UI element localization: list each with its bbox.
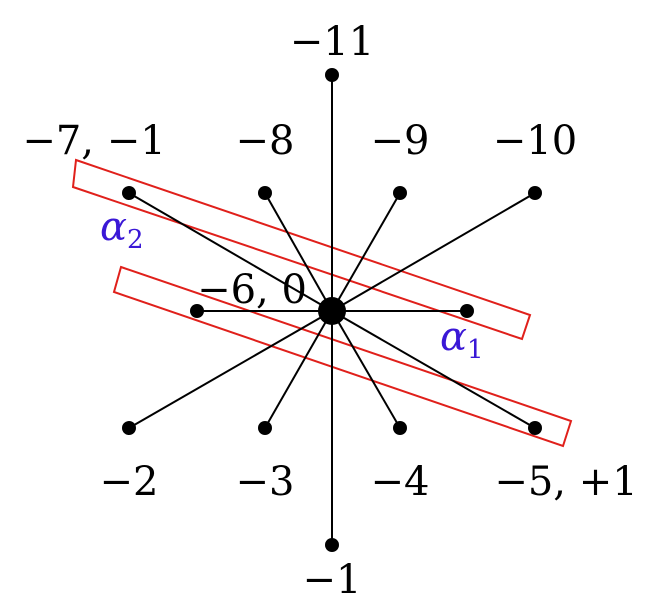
vertex-n-7 <box>122 186 136 200</box>
edge-to-n-10 <box>331 192 536 312</box>
vertex-center <box>318 297 346 325</box>
label-n-1: −1 <box>303 557 362 603</box>
vertex-n-8 <box>258 186 272 200</box>
alpha1-highlight-box <box>112 265 573 448</box>
vertex-right <box>460 304 474 318</box>
vertex-left <box>190 304 204 318</box>
edge-to-n-8 <box>264 192 333 312</box>
alpha2-label: α2 <box>100 204 144 255</box>
vertex-n-10 <box>528 186 542 200</box>
label-n-9: −9 <box>371 118 430 164</box>
label-n-8: −8 <box>236 118 295 164</box>
vertex-n-4 <box>393 421 407 435</box>
alpha1-label: α1 <box>440 314 484 365</box>
vertex-labels: −11 −7, −1 −8 −9 −10 −6, 0 −2 −3 −4 −5, … <box>22 19 637 603</box>
vertex-n-11 <box>325 68 339 82</box>
edge-to-n-9 <box>331 192 401 312</box>
label-n-4: −4 <box>371 459 430 505</box>
label-n-10: −10 <box>493 118 577 164</box>
vertex-n-9 <box>393 186 407 200</box>
vertices <box>122 68 542 552</box>
vertex-n-1 <box>325 538 339 552</box>
edge-to-n-4 <box>331 310 401 429</box>
label-n-11: −11 <box>290 19 374 65</box>
edge-to-n-2 <box>128 310 333 429</box>
alpha2-highlight-box <box>71 158 532 341</box>
label-center: −6, 0 <box>197 267 307 313</box>
label-n-3: −3 <box>236 459 295 505</box>
edge-to-n-3 <box>264 310 333 429</box>
label-n-5: −5, +1 <box>494 459 637 505</box>
edge-to-n-5 <box>331 310 536 429</box>
vertex-n-5 <box>528 421 542 435</box>
edges <box>128 75 536 545</box>
edge-to-n-7 <box>128 192 333 312</box>
vertex-n-2 <box>122 421 136 435</box>
label-n-2: −2 <box>100 459 159 505</box>
label-n-7: −7, −1 <box>22 118 165 164</box>
vertex-n-3 <box>258 421 272 435</box>
